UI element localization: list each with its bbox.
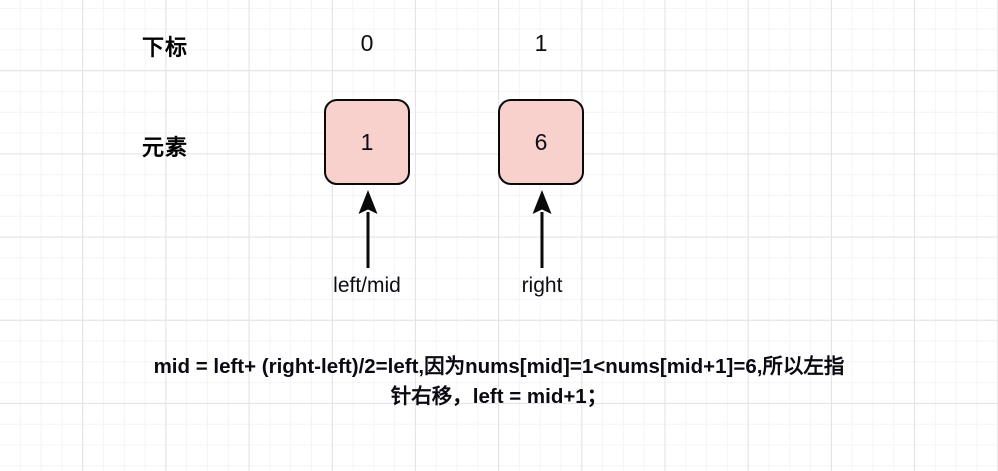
array-cell-0-value: 1 (360, 128, 374, 155)
pointer-label-right: right (521, 274, 563, 297)
index-value-0: 0 (360, 30, 374, 56)
row-label-element: 元素 (142, 135, 189, 160)
index-value-1: 1 (534, 30, 548, 56)
pointer-label-left-mid: left/mid (333, 274, 401, 297)
caption-block: mid = left+ (right-left)/2=left,因为nums[m… (0, 352, 998, 412)
pointer-arrow-left-mid-icon (356, 190, 380, 273)
row-label-index: 下标 (142, 35, 189, 60)
array-cell-0[interactable]: 1 (324, 99, 410, 185)
caption-line-2: 针右移，left = mid+1； (390, 385, 608, 408)
array-cell-1[interactable]: 6 (498, 99, 584, 185)
caption-line-1: mid = left+ (right-left)/2=left,因为nums[m… (153, 355, 845, 378)
array-cell-1-value: 6 (534, 128, 548, 155)
pointer-arrow-right-icon (530, 190, 554, 273)
